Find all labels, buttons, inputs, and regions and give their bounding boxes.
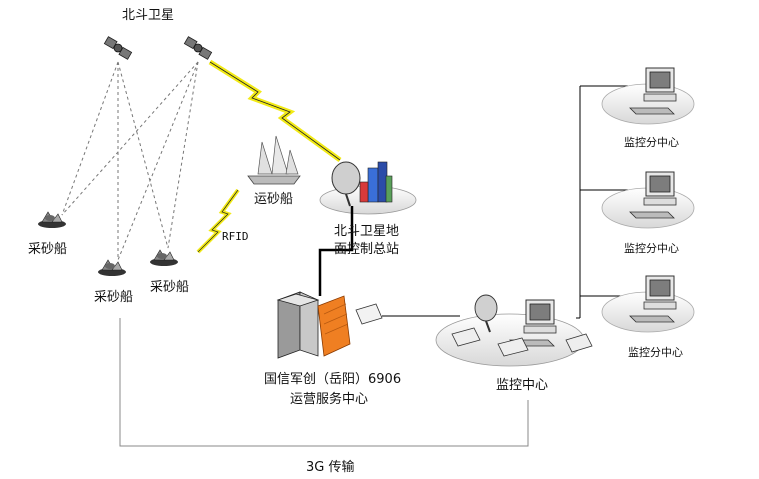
- sand-ship-right-icon: [149, 249, 179, 267]
- ground-station-label-line1: 北斗卫星地: [334, 224, 400, 239]
- satellite-links: [61, 61, 199, 261]
- sand-ship-right-label: 采砂船: [150, 280, 190, 295]
- router-icon: [355, 303, 383, 325]
- branch-center-2-icon: [601, 171, 695, 229]
- network-3g-label: 3G 传输: [306, 460, 355, 475]
- branch-center-3-icon: [601, 275, 695, 333]
- transport-ship-label: 运砂船: [254, 192, 294, 207]
- satellite-label: 北斗卫星: [122, 8, 175, 23]
- monitor-center-icon: [435, 294, 593, 367]
- sand-ship-left-label: 采砂船: [28, 242, 68, 257]
- sand-ship-mid-icon: [97, 259, 127, 277]
- satellite-left-icon: [103, 36, 133, 60]
- station-to-service-line: [318, 206, 354, 296]
- transport-ship-icon: [247, 135, 301, 185]
- service-center-label-line1: 国信军创（岳阳）6906: [264, 372, 402, 387]
- sand-ship-mid-label: 采砂船: [94, 290, 134, 305]
- service-center-label-line2: 运营服务中心: [290, 392, 369, 407]
- branch-center-1-label: 监控分中心: [624, 136, 679, 149]
- ground-station-icon: [319, 161, 417, 215]
- network-3g-line: [119, 318, 529, 447]
- branch-links: [576, 85, 628, 319]
- rfid-label: RFID: [222, 230, 249, 243]
- branch-center-2-label: 监控分中心: [624, 242, 679, 255]
- service-center-icon: [276, 291, 351, 359]
- branch-center-3-label: 监控分中心: [628, 346, 683, 359]
- satellite-right-icon: [183, 36, 213, 60]
- monitor-center-label: 监控中心: [496, 378, 549, 393]
- branch-center-1-icon: [601, 67, 695, 125]
- ground-station-label-line2: 面控制总站: [334, 242, 400, 257]
